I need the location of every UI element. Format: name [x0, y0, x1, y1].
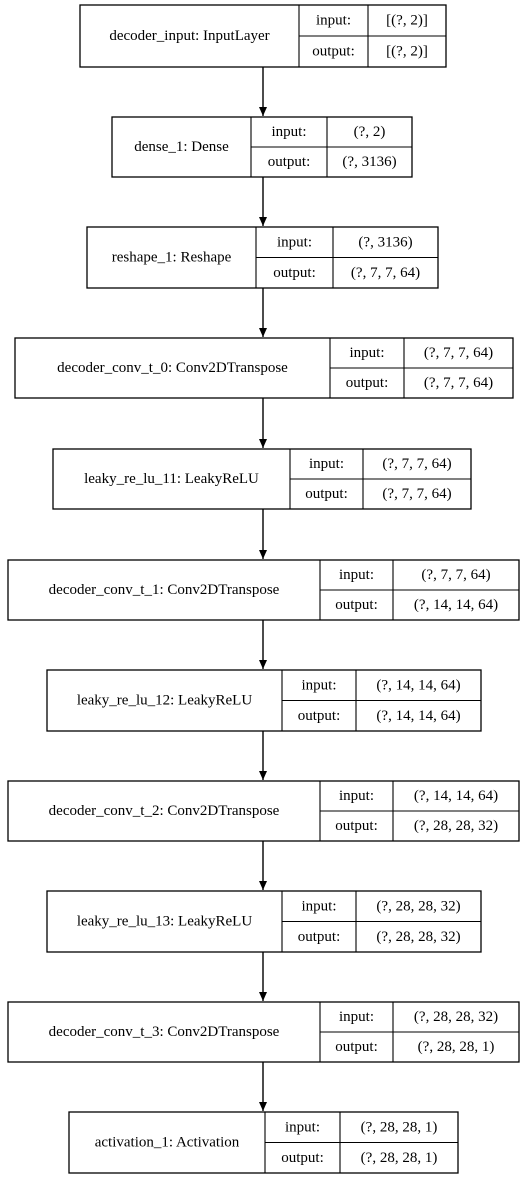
layer-name: reshape_1: Reshape — [112, 250, 232, 266]
input-label: input: — [309, 456, 344, 472]
layer-name: leaky_re_lu_11: LeakyReLU — [84, 471, 259, 487]
input-shape: (?, 7, 7, 64) — [421, 567, 490, 583]
output-shape: (?, 3136) — [342, 154, 396, 170]
input-label: input: — [277, 234, 312, 250]
layer-name: dense_1: Dense — [134, 139, 229, 155]
output-label: output: — [298, 708, 341, 724]
layer-name: leaky_re_lu_12: LeakyReLU — [77, 693, 253, 709]
layer-node: decoder_conv_t_0: Conv2DTranspose input: o… — [14, 337, 514, 399]
output-shape: (?, 7, 7, 64) — [382, 486, 451, 502]
output-label: output: — [312, 44, 355, 60]
output-label: output: — [335, 818, 378, 834]
output-shape: (?, 14, 14, 64) — [376, 708, 460, 724]
input-label: input: — [339, 788, 374, 804]
input-shape: (?, 28, 28, 32) — [414, 1009, 498, 1025]
layer-name: activation_1: Activation — [95, 1135, 240, 1151]
layer-node: leaky_re_lu_12: LeakyReLU input: output: (?… — [46, 669, 482, 732]
input-shape: (?, 14, 14, 64) — [376, 677, 460, 693]
output-shape: (?, 14, 14, 64) — [414, 597, 498, 613]
input-label: input: — [271, 124, 306, 140]
input-shape: (?, 14, 14, 64) — [414, 788, 498, 804]
layer-name: decoder_conv_t_1: Conv2DTranspose — [49, 582, 280, 598]
layer-node: leaky_re_lu_11: LeakyReLU input: output: (?… — [52, 448, 472, 510]
output-label: output: — [273, 265, 316, 281]
input-label: input: — [316, 13, 351, 29]
layer-node: decoder_conv_t_3: Conv2DTranspose input: o… — [7, 1001, 520, 1063]
output-label: output: — [281, 1150, 324, 1166]
layer-node: activation_1: Activation input: output: (?,… — [68, 1111, 459, 1174]
output-label: output: — [346, 375, 389, 391]
input-label: input: — [285, 1119, 320, 1135]
output-label: output: — [268, 154, 311, 170]
layer-name: decoder_conv_t_2: Conv2DTranspose — [49, 803, 280, 819]
output-shape: (?, 7, 7, 64) — [424, 375, 493, 391]
input-shape: (?, 2) — [354, 124, 386, 140]
input-label: input: — [339, 567, 374, 583]
input-shape: (?, 28, 28, 1) — [361, 1119, 438, 1135]
input-shape: (?, 3136) — [358, 234, 412, 250]
input-label: input: — [301, 898, 336, 914]
input-shape: (?, 28, 28, 32) — [376, 898, 460, 914]
layer-name: decoder_conv_t_0: Conv2DTranspose — [57, 360, 288, 376]
layer-node: decoder_conv_t_2: Conv2DTranspose input: o… — [7, 780, 520, 842]
layer-node: dense_1: Dense input: output: (?, 2) (?, 313… — [111, 116, 413, 178]
layer-node: reshape_1: Reshape input: output: (?, 3136)… — [86, 226, 439, 289]
layer-name: decoder_input: InputLayer — [109, 28, 269, 44]
input-label: input: — [301, 677, 336, 693]
output-label: output: — [335, 1039, 378, 1055]
output-label: output: — [335, 597, 378, 613]
output-shape: (?, 7, 7, 64) — [351, 265, 420, 281]
input-label: input: — [339, 1009, 374, 1025]
output-shape: (?, 28, 28, 1) — [361, 1150, 438, 1166]
input-shape: [(?, 2)] — [386, 13, 428, 29]
output-shape: (?, 28, 28, 32) — [376, 929, 460, 945]
input-label: input: — [349, 345, 384, 361]
output-shape: (?, 28, 28, 1) — [418, 1039, 495, 1055]
output-shape: (?, 28, 28, 32) — [414, 818, 498, 834]
layer-node: decoder_conv_t_1: Conv2DTranspose input: o… — [7, 559, 520, 621]
output-label: output: — [298, 929, 341, 945]
output-shape: [(?, 2)] — [386, 44, 428, 60]
layer-name: decoder_conv_t_3: Conv2DTranspose — [49, 1024, 280, 1040]
output-label: output: — [305, 486, 348, 502]
input-shape: (?, 7, 7, 64) — [382, 456, 451, 472]
layer-node: leaky_re_lu_13: LeakyReLU input: output: (?… — [46, 890, 482, 953]
layer-name: leaky_re_lu_13: LeakyReLU — [77, 914, 253, 930]
input-shape: (?, 7, 7, 64) — [424, 345, 493, 361]
layer-node: decoder_input: InputLayer input: output: [(… — [79, 4, 447, 68]
